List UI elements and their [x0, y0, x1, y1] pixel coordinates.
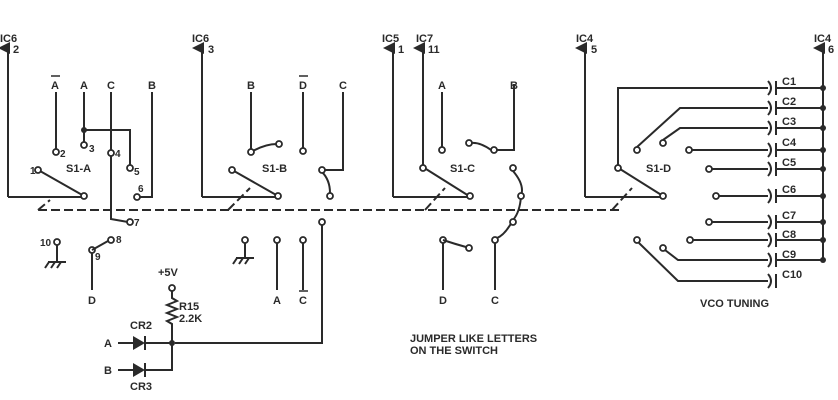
letter-d: D: [88, 295, 96, 307]
switch-s1c: A B S1-C D C: [383, 42, 525, 307]
resistor-label: R15: [179, 301, 199, 313]
letter-b: B: [510, 80, 518, 92]
letter-c: C: [339, 80, 347, 92]
contact-10: 10: [40, 238, 52, 249]
letter-b: B: [247, 80, 255, 92]
contact-2: 2: [60, 149, 66, 160]
letter-b: B: [148, 80, 156, 92]
jumper-caption-1: JUMPER LIKE LETTERS: [410, 333, 537, 345]
cap-c1: C1: [782, 76, 796, 88]
cap-c5: C5: [782, 157, 796, 169]
input-a: A: [104, 338, 112, 350]
ic5-pin1: 1: [398, 44, 404, 56]
ic-pin-labels: IC6 2 IC6 3 IC5 1 IC7 11 IC4 5 IC4 6: [0, 33, 834, 56]
s1c-label: S1-C: [450, 163, 475, 175]
contact-8: 8: [116, 235, 122, 246]
resistor-value: 2.2K: [179, 313, 202, 325]
ic7-pin11: 11: [428, 44, 440, 56]
s1a-lower: 10 9 8 D: [40, 235, 122, 307]
letter-a-bar: A: [51, 80, 59, 92]
letter-c: C: [107, 80, 115, 92]
supply-label: +5V: [158, 267, 179, 279]
switch-s1d: S1-D C1 C2 C3 C4 C5 C6 C7 C8 C9 C10 VCO …: [575, 42, 826, 310]
letter-a: A: [438, 80, 446, 92]
contact-3: 3: [89, 144, 95, 155]
ic6-pin2: 2: [13, 44, 19, 56]
ic5-label: IC5: [382, 33, 399, 45]
ic6-label-2: IC6: [192, 33, 209, 45]
letter-c: C: [491, 295, 499, 307]
contact-9: 9: [95, 252, 101, 263]
ic4-pin5: 5: [591, 44, 597, 56]
switch-s1b: B D C S1-B A C: [175, 42, 347, 344]
letter-a: A: [273, 295, 281, 307]
cr2-label: CR2: [130, 320, 152, 332]
vco-tuning-caption: VCO TUNING: [700, 298, 769, 310]
letter-d: D: [439, 295, 447, 307]
s1a-label: S1-A: [66, 163, 91, 175]
capacitor-bank: C1 C2 C3 C4 C5 C6 C7 C8 C9 C10: [767, 76, 826, 289]
contact-4: 4: [115, 149, 121, 160]
cap-c2: C2: [782, 96, 796, 108]
input-b: B: [104, 365, 112, 377]
letter-c-bar: C: [299, 295, 307, 307]
ic4-pin6: 6: [828, 44, 834, 56]
ic6-pin3: 3: [208, 44, 214, 56]
s1b-label: S1-B: [262, 163, 287, 175]
cr3-label: CR3: [130, 381, 152, 393]
cap-c4: C4: [782, 137, 797, 149]
s1d-label: S1-D: [646, 163, 671, 175]
contact-6: 6: [138, 184, 144, 195]
contact-5: 5: [134, 167, 140, 178]
cap-c9: C9: [782, 249, 796, 261]
cap-c10: C10: [782, 269, 802, 281]
contact-7: 7: [134, 218, 140, 229]
cap-c3: C3: [782, 116, 796, 128]
switch-s1a: A A C B S1-A 1 2 3 4 5 6 7: [0, 42, 156, 229]
letter-a: A: [80, 80, 88, 92]
jumper-caption-2: ON THE SWITCH: [410, 345, 498, 357]
letter-d-bar: D: [299, 80, 307, 92]
cap-c6: C6: [782, 184, 796, 196]
gang-shaft: [37, 187, 633, 211]
cap-c8: C8: [782, 229, 796, 241]
contact-1: 1: [30, 166, 36, 177]
cap-c7: C7: [782, 210, 796, 222]
diode-network: +5V R15 2.2K CR2 CR3 A B: [104, 267, 202, 393]
